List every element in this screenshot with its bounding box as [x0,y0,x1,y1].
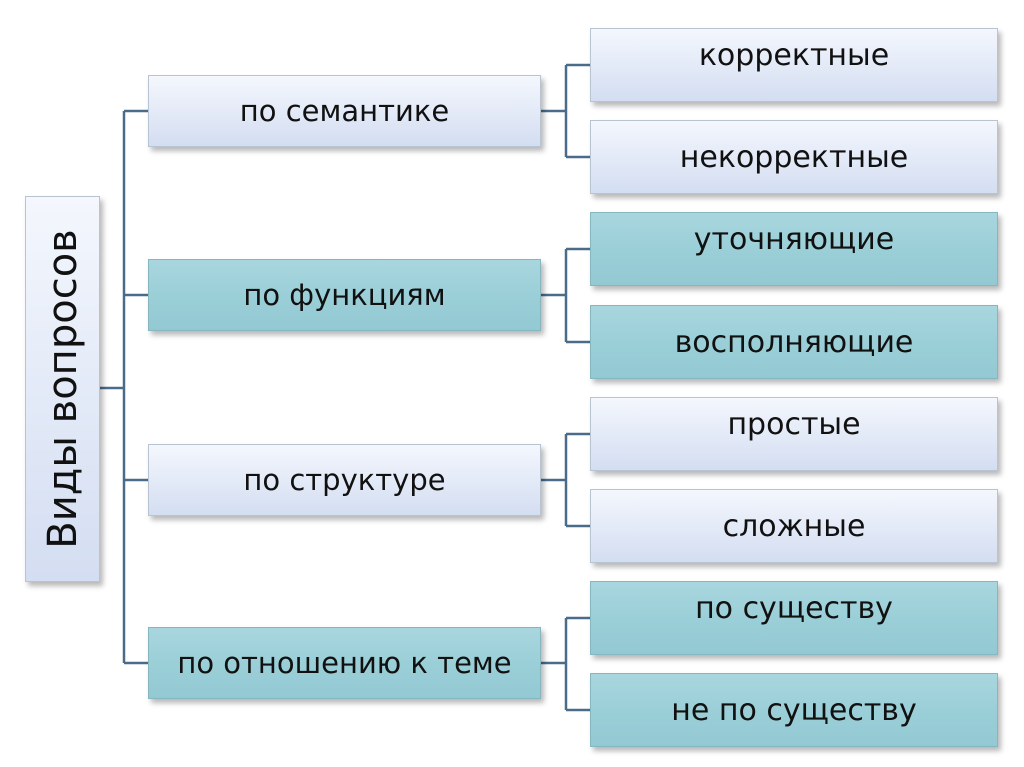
leaf-label: по существу [695,590,893,626]
leaf-correct: корректные [590,28,998,102]
category-structure: по структуре [148,444,541,516]
leaf-off-topic: не по существу [590,673,998,747]
leaf-label: уточняющие [693,221,895,257]
root-node: Виды вопросов [25,196,100,582]
leaf-label: простые [727,406,861,442]
leaf-label: сложные [722,508,866,544]
category-topic-relation: по отношению к теме [148,627,541,699]
leaf-incorrect: некорректные [590,120,998,194]
category-label: по функциям [243,278,446,312]
leaf-label: корректные [698,37,890,73]
leaf-complex: сложные [590,489,998,563]
leaf-simple: простые [590,397,998,471]
category-label: по семантике [239,94,450,128]
category-semantics: по семантике [148,75,541,147]
leaf-label: некорректные [679,139,909,175]
leaf-clarifying: уточняющие [590,212,998,286]
category-label: по отношению к теме [177,646,512,680]
leaf-label: не по существу [671,692,917,728]
category-label: по структуре [243,463,446,497]
root-label: Виды вопросов [39,229,86,549]
leaf-label: восполняющие [674,324,914,360]
category-functions: по функциям [148,259,541,331]
leaf-supplementing: восполняющие [590,305,998,379]
leaf-on-topic: по существу [590,581,998,655]
